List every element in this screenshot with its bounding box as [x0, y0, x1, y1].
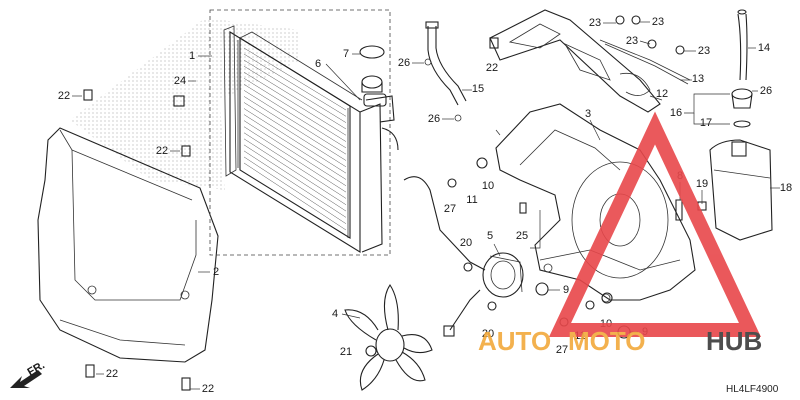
callout-c1: 1 — [189, 50, 195, 62]
front-direction-arrow: FR. — [10, 359, 47, 388]
callout-c22a: 22 — [58, 90, 70, 102]
overflow-hose — [424, 21, 467, 122]
callout-c18: 18 — [780, 182, 792, 194]
radiator-fin-line — [243, 53, 347, 117]
reserve-tank-bracket — [489, 9, 691, 113]
callout-c27a: 27 — [444, 203, 456, 215]
fan-motor — [482, 252, 524, 298]
radiator-fin-line — [243, 108, 347, 174]
callout-c19: 19 — [696, 178, 708, 190]
callout-c11a: 11 — [466, 194, 477, 206]
callout-c21: 21 — [340, 346, 352, 358]
callout-c23d: 23 — [698, 45, 710, 57]
reserve-tank-hose — [737, 9, 748, 81]
radiator-fin-line — [243, 71, 347, 136]
callout-c22e: 22 — [202, 383, 214, 395]
callout-c27b: 27 — [556, 344, 568, 356]
watermark-text-hub: HUB — [706, 326, 762, 356]
fasteners — [83, 15, 707, 391]
callout-c23a: 23 — [589, 17, 601, 29]
callout-c26a: 26 — [398, 57, 410, 69]
callout-c24: 24 — [174, 75, 186, 87]
leader-lines — [72, 21, 780, 390]
callout-c13: 13 — [692, 73, 704, 85]
reserve-tank-cap — [731, 88, 753, 128]
callout-c3: 3 — [585, 108, 591, 120]
callout-c10a: 10 — [482, 180, 494, 192]
callout-c14: 14 — [758, 42, 770, 54]
callout-c9a: 9 — [563, 284, 569, 296]
radiator-fin-line — [243, 144, 347, 212]
radiator-fin-line — [243, 90, 347, 155]
radiator — [209, 9, 399, 256]
radiator-fin-line — [243, 126, 347, 193]
radiator-fin-line — [243, 65, 347, 130]
radiator-fin-line — [243, 120, 347, 187]
callout-c5: 5 — [487, 230, 493, 242]
callout-c23c: 23 — [626, 35, 638, 47]
direction-label: FR. — [26, 359, 47, 378]
callout-c20b: 20 — [482, 328, 494, 340]
callout-c15: 15 — [472, 83, 484, 95]
radiator-fin-line — [243, 47, 347, 111]
callout-c20a: 20 — [460, 237, 472, 249]
callout-c23b: 23 — [652, 16, 664, 28]
callout-c25: 25 — [516, 230, 528, 242]
callout-c7: 7 — [343, 48, 349, 60]
radiator-fin-line — [243, 84, 347, 149]
assembly-shading — [70, 18, 300, 190]
fan-motor-wire — [403, 176, 486, 337]
callout-c12: 12 — [656, 88, 668, 100]
radiator-fin-line — [243, 78, 347, 142]
watermark-triangle — [548, 111, 762, 337]
radiator-fin-line — [243, 162, 347, 231]
callout-c2: 2 — [213, 266, 219, 278]
radiator-fin-line — [243, 132, 347, 199]
radiator-fin-line — [243, 59, 347, 123]
reserve-tank — [709, 139, 773, 241]
callout-c4: 4 — [332, 308, 338, 320]
diagram-code: HL4LF4900 — [726, 384, 779, 395]
cooling-fan — [344, 284, 433, 391]
radiator-fin-line — [243, 138, 347, 205]
callout-c22c: 22 — [486, 62, 498, 74]
callout-c6: 6 — [315, 58, 321, 70]
watermark-text-moto: MOTO — [568, 326, 646, 356]
callout-c26b: 26 — [428, 113, 440, 125]
watermark: AUTO MOTO HUB — [478, 111, 762, 356]
callout-c26c: 26 — [760, 85, 772, 97]
callout-c22b: 22 — [156, 145, 168, 157]
callout-c22d: 22 — [106, 368, 118, 380]
callout-c17: 17 — [700, 117, 712, 129]
fan-shroud — [37, 127, 219, 363]
callout-c16: 16 — [670, 107, 682, 119]
watermark-text-auto: AUTO — [478, 326, 551, 356]
radiator-fin-line — [243, 150, 347, 218]
radiator-fin-line — [243, 156, 347, 224]
radiator-fin-line — [243, 114, 347, 180]
radiator-fin-line — [243, 96, 347, 161]
radiator-fin-line — [243, 102, 347, 168]
radiator-cap — [359, 45, 385, 93]
